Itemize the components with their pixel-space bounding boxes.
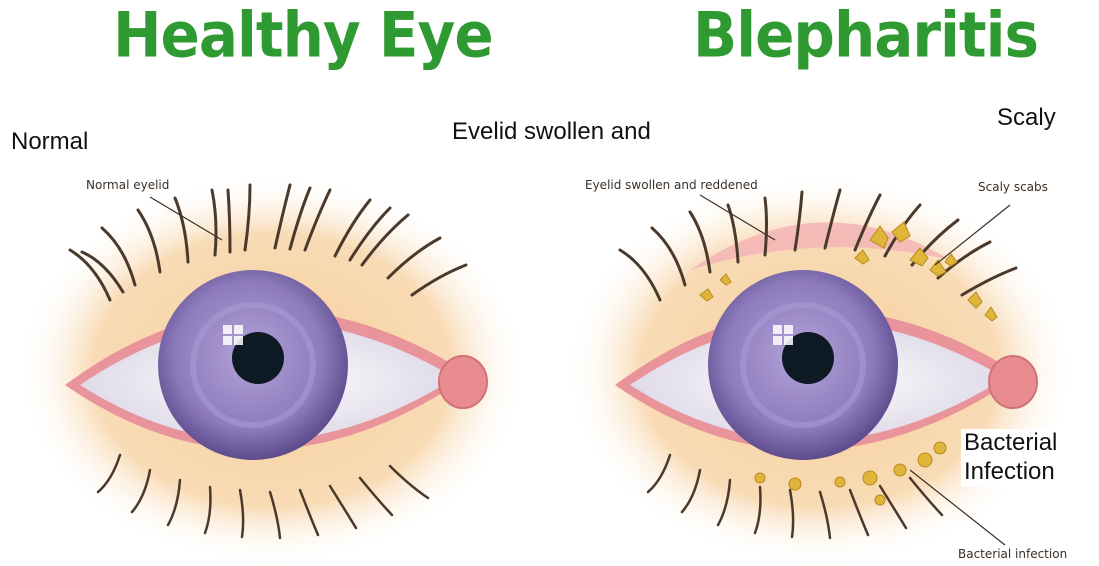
normal-overlay-label: Normal <box>8 128 91 157</box>
scaly-overlay-label: Scaly <box>994 104 1059 132</box>
normal-eyelid-label: Normal eyelid <box>86 178 169 192</box>
bacterial-overlay-line1: Bacterial <box>964 429 1094 458</box>
tear-duct <box>439 356 487 408</box>
bacterial-overlay-line2: Infection <box>964 458 1094 487</box>
bacterial-overlay-label: Bacterial Infection <box>961 429 1097 487</box>
tear-duct <box>989 356 1037 408</box>
blepharitis-eye: Eyelid swollen and reddened Scaly scabs … <box>565 175 1075 565</box>
healthy-eye: Normal eyelid <box>17 175 527 565</box>
swollen-callout-label: Eyelid swollen and reddened <box>585 178 758 192</box>
infection-callout-label: Bacterial infection <box>958 547 1067 561</box>
scabs-callout-label: Scaly scabs <box>978 180 1048 194</box>
swollen-overlay-label: Evelid swollen and <box>449 118 654 147</box>
